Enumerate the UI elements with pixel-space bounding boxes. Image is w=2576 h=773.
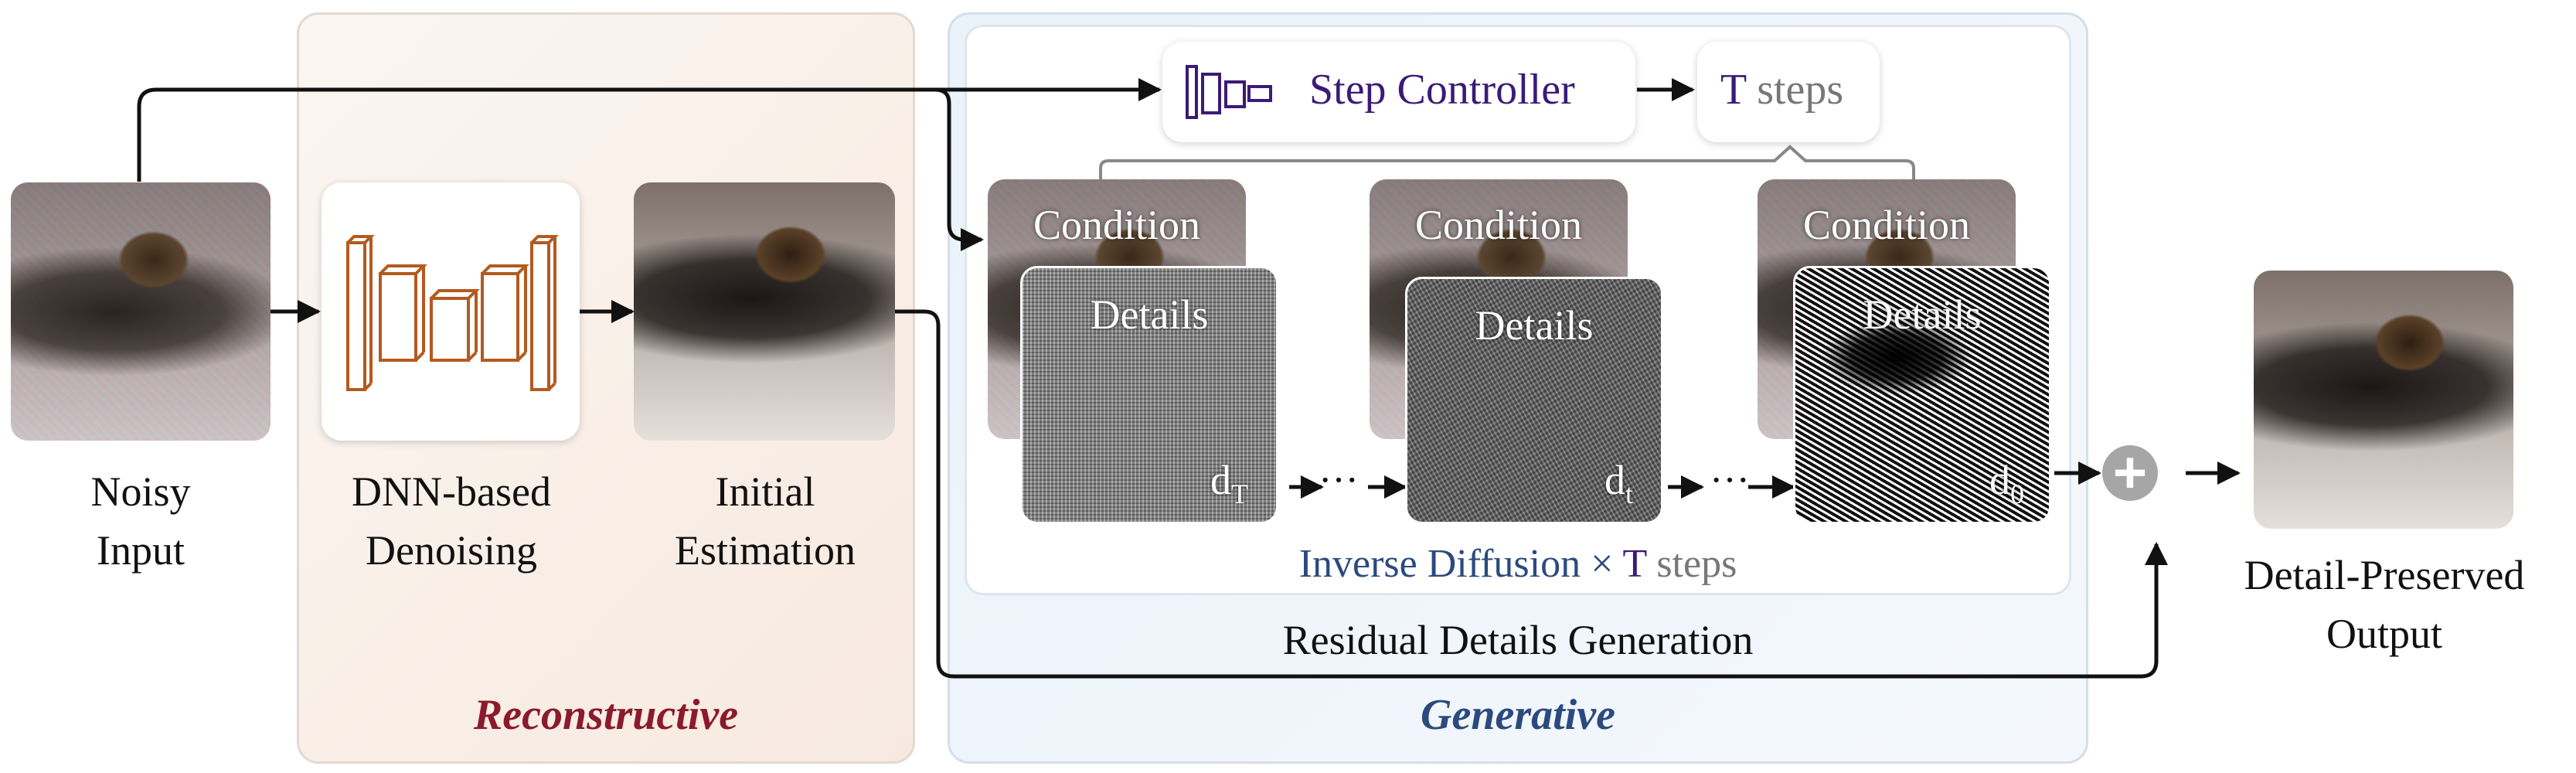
dt-label: dt: [1604, 457, 1634, 509]
condition-label-1: Condition: [1033, 202, 1201, 248]
t-symbol: T: [1720, 66, 1747, 114]
residual-details-label: Residual Details Generation: [1282, 617, 1754, 663]
details-tile-3: [1793, 266, 2051, 524]
initial-estimation-label: Initial Estimation: [675, 468, 856, 574]
steps-word: steps: [1757, 66, 1844, 114]
unet-icon: [346, 235, 559, 391]
t-steps-text: T steps: [1720, 65, 1843, 114]
dnn-block: [322, 182, 580, 441]
dnn-label: DNN-based Denoising: [352, 468, 551, 574]
estimate-to-sum-arrow: [895, 309, 2168, 679]
t-steps-box: T steps: [1697, 42, 1880, 142]
ellipsis-1: ···: [1319, 458, 1359, 502]
inverse-t-symbol: T: [1622, 542, 1647, 586]
inverse-steps-word: steps: [1656, 542, 1737, 586]
steps-bracket: [1099, 145, 1915, 181]
sum-node: +: [2102, 444, 2158, 502]
ellipsis-2: ···: [1710, 458, 1750, 502]
generative-title: Generative: [1421, 691, 1615, 739]
noisy-input-label: Noisy Input: [90, 468, 191, 574]
details-tile-2: [1405, 277, 1663, 524]
noisy-input-image: [11, 182, 271, 441]
output-image: [2254, 271, 2513, 529]
d0-label: d0: [1989, 457, 2024, 509]
input-to-condition-arrow: [934, 87, 984, 251]
details-label-2: Details: [1475, 302, 1594, 349]
step-controller-icon: [1186, 65, 1272, 119]
inverse-diffusion-text: Inverse Diffusion ×: [1298, 542, 1614, 586]
reconstructive-title: Reconstructive: [473, 691, 739, 739]
initial-estimation-image: [634, 182, 895, 441]
step-controller-box: Step Controller: [1162, 42, 1635, 142]
condition-label-3: Condition: [1802, 202, 1971, 248]
dT-label: dT: [1210, 457, 1248, 509]
details-tile-1: [1020, 266, 1278, 524]
inverse-diffusion-caption: Inverse Diffusion × T steps: [965, 541, 2071, 587]
input-to-controller-arrow: [137, 78, 1162, 182]
step-controller-label: Step Controller: [1309, 66, 1575, 114]
output-label: Detail-Preserved Output: [2244, 552, 2525, 657]
details-label-1: Details: [1090, 291, 1209, 338]
condition-label-2: Condition: [1414, 202, 1583, 248]
details-label-3: Details: [1863, 291, 1982, 338]
